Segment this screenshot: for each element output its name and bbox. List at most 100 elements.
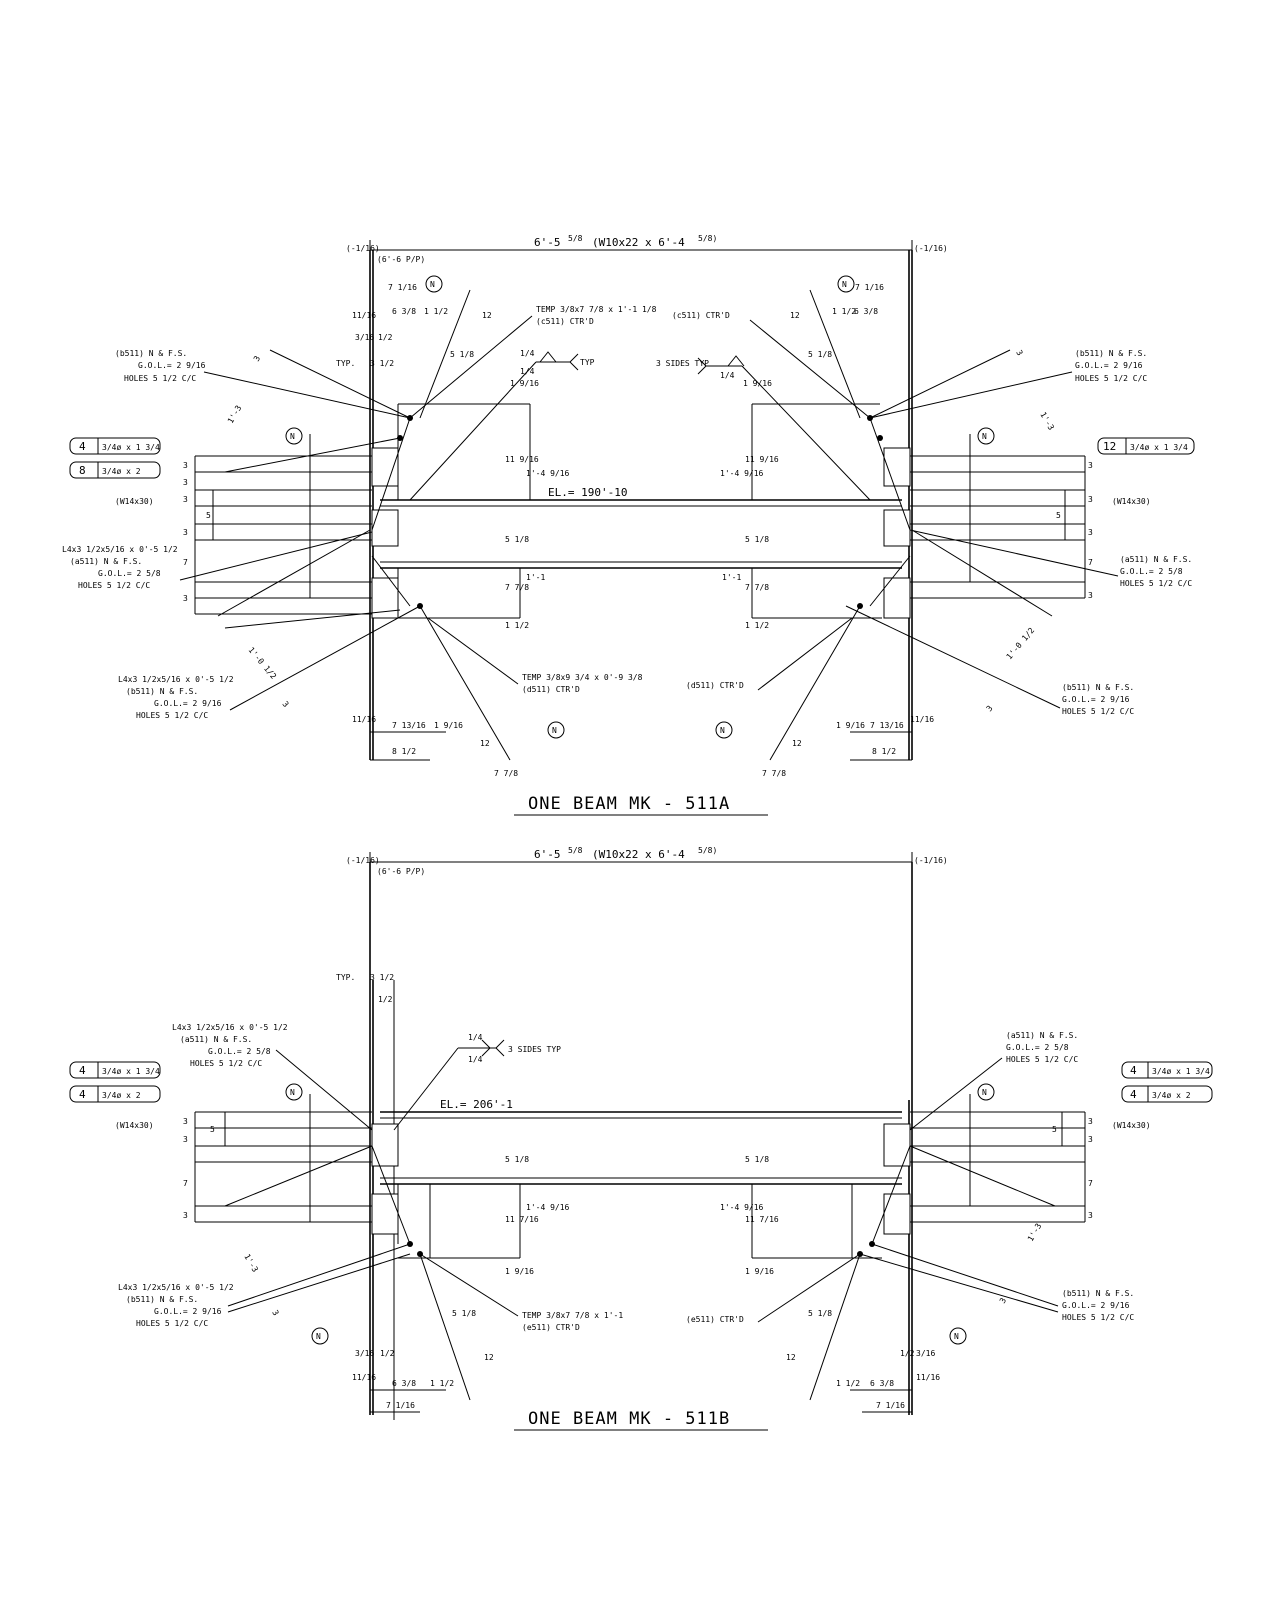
note: (b511) N & F.S. bbox=[1075, 349, 1147, 358]
clip-angle-top-right bbox=[883, 447, 911, 487]
north-marker bbox=[285, 1083, 995, 1345]
row-dim: 3 bbox=[1088, 495, 1093, 504]
dim: 3 1/2 bbox=[370, 359, 394, 368]
north-label: N bbox=[290, 432, 295, 441]
note: HOLES 5 1/2 C/C bbox=[124, 374, 196, 383]
dim: 5 1/8 bbox=[450, 350, 474, 359]
row-dim: 3 bbox=[183, 461, 188, 470]
bolt-size: 3/4ø x 1 3/4 bbox=[102, 443, 160, 452]
dim: 1 9/16 bbox=[505, 1267, 534, 1276]
bolt-qty: 8 bbox=[79, 464, 86, 477]
dim: 5 1/8 bbox=[505, 1155, 529, 1164]
bolt-qty: 4 bbox=[79, 1088, 86, 1101]
overall-length-frac: 5/8 bbox=[568, 234, 583, 243]
dim: 3 bbox=[998, 1296, 1008, 1305]
row-dim: 5 bbox=[1052, 1125, 1057, 1134]
dim: 8 1/2 bbox=[392, 747, 416, 756]
north-label: N bbox=[290, 1088, 295, 1097]
dim: 11/16 bbox=[352, 715, 376, 724]
bolt-box-4 bbox=[1121, 1085, 1213, 1103]
bolt-qty: 4 bbox=[1130, 1088, 1137, 1101]
plate-note: TEMP 3/8x9 3/4 x 0'-9 3/8 bbox=[522, 673, 643, 682]
clip-angle-top-right bbox=[883, 1123, 911, 1167]
dim: 1/2 bbox=[378, 333, 393, 342]
north-label: N bbox=[316, 1332, 321, 1341]
dim: 5 1/8 bbox=[745, 535, 769, 544]
note: HOLES 5 1/2 C/C bbox=[1006, 1055, 1078, 1064]
column-label-left: (W14x30) bbox=[115, 497, 154, 506]
dim: 1/2 bbox=[900, 1349, 915, 1358]
bolt-qty: 4 bbox=[79, 440, 86, 453]
dim: 5 1/8 bbox=[452, 1309, 476, 1318]
row-dim: 3 bbox=[1088, 1211, 1093, 1220]
dim: 11 7/16 bbox=[745, 1215, 779, 1224]
weld-symbol bbox=[393, 1039, 505, 1131]
dim: 3/16 bbox=[355, 333, 374, 342]
dim: 12 bbox=[786, 1353, 796, 1362]
dim: 12 bbox=[482, 311, 492, 320]
dim: 12 bbox=[790, 311, 800, 320]
dim: 8 1/2 bbox=[872, 747, 896, 756]
note: G.O.L.= 2 5/8 bbox=[208, 1047, 271, 1056]
note: G.O.L.= 2 9/16 bbox=[1062, 1301, 1130, 1310]
north-label: N bbox=[552, 726, 557, 735]
dim: 7 7/8 bbox=[505, 583, 529, 592]
row-dim: 7 bbox=[1088, 558, 1093, 567]
pp-note: (6'-6 P/P) bbox=[377, 255, 425, 264]
dim: 3/16 bbox=[916, 1349, 935, 1358]
dim: 6 3/8 bbox=[392, 1379, 416, 1388]
bolt-holes bbox=[397, 415, 883, 609]
ctr-note: (d511) CTR'D bbox=[686, 681, 744, 690]
clip-angle-bot-right bbox=[883, 1193, 911, 1235]
bolt-holes bbox=[407, 1241, 875, 1257]
clip-angle-top-left bbox=[371, 1123, 399, 1167]
weld-symbol-left bbox=[409, 351, 579, 501]
clip-angle-top-left bbox=[371, 447, 399, 487]
leader-lines bbox=[179, 289, 1119, 761]
note: HOLES 5 1/2 C/C bbox=[1062, 1313, 1134, 1322]
column-label-right: (W14x30) bbox=[1112, 1121, 1151, 1130]
north-label: N bbox=[954, 1332, 959, 1341]
note: HOLES 5 1/2 C/C bbox=[78, 581, 150, 590]
dim: 1 9/16 bbox=[434, 721, 463, 730]
bolt-box-3 bbox=[1097, 437, 1195, 455]
note: G.O.L.= 2 5/8 bbox=[1120, 567, 1183, 576]
dim: 5 1/8 bbox=[745, 1155, 769, 1164]
row-dim: 5 bbox=[1056, 511, 1061, 520]
dim: 1'-3 bbox=[226, 404, 244, 425]
bolt-qty: 4 bbox=[79, 1064, 86, 1077]
note: L4x3 1/2x5/16 x 0'-5 1/2 bbox=[62, 545, 178, 554]
ctr-note: (e511) CTR'D bbox=[686, 1315, 744, 1324]
beam-511a-detail: 6'-5 5/8 (W10x22 x 6'-4 5/8) (-1/16) (-1… bbox=[62, 234, 1195, 816]
detail-title: ONE BEAM MK - 511B bbox=[528, 1409, 730, 1429]
north-label: N bbox=[842, 280, 847, 289]
note: G.O.L.= 2 9/16 bbox=[138, 361, 206, 370]
plate-note: TEMP 3/8x7 7/8 x 1'-1 1/8 bbox=[536, 305, 657, 314]
member-spec: (W10x22 x 6'-4 bbox=[592, 236, 685, 249]
dim: 7 1/16 bbox=[855, 283, 884, 292]
note: G.O.L.= 2 9/16 bbox=[154, 699, 222, 708]
dim: 1'-4 9/16 bbox=[720, 1203, 764, 1212]
dim: 7 7/8 bbox=[762, 769, 786, 778]
dim: 3 bbox=[270, 1309, 280, 1318]
dim: 7 7/8 bbox=[494, 769, 518, 778]
weld-note: TYP bbox=[580, 358, 595, 367]
bolt-box-3 bbox=[1121, 1061, 1213, 1079]
dim: 1 1/2 bbox=[745, 621, 769, 630]
weld-size: 1/4 bbox=[720, 371, 735, 380]
row-dim: 3 bbox=[183, 495, 188, 504]
note: (b511) N & F.S. bbox=[126, 687, 198, 696]
dim: 3 bbox=[252, 354, 262, 363]
dim: 11/16 bbox=[916, 1373, 940, 1382]
column-rows-right bbox=[910, 1094, 1086, 1223]
row-dim: 3 bbox=[1088, 1135, 1093, 1144]
note: HOLES 5 1/2 C/C bbox=[1120, 579, 1192, 588]
note: HOLES 5 1/2 C/C bbox=[1075, 374, 1147, 383]
dim: 1 9/16 bbox=[510, 379, 539, 388]
dim: 1'-1 bbox=[526, 573, 545, 582]
note: HOLES 5 1/2 C/C bbox=[190, 1059, 262, 1068]
dim: 7 7/8 bbox=[745, 583, 769, 592]
dim: 3 bbox=[985, 704, 995, 714]
row-dim: 3 bbox=[1088, 528, 1093, 537]
row-dim: 3 bbox=[183, 478, 188, 487]
